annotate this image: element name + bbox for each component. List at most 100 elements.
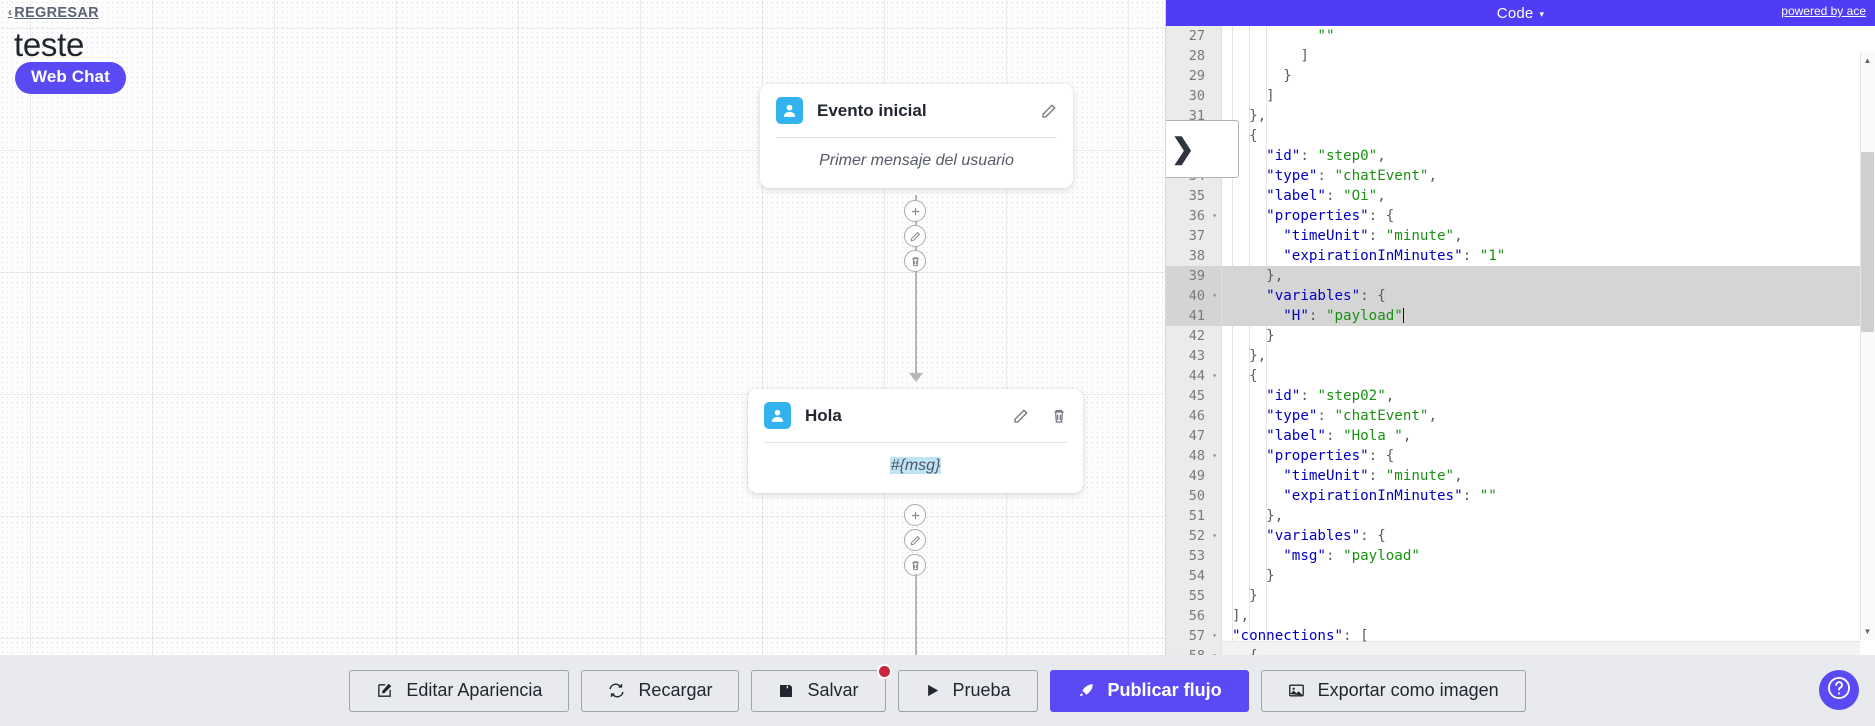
code-line[interactable]: },	[1232, 108, 1267, 124]
line-number: 48▾	[1188, 448, 1217, 464]
help-button[interactable]	[1819, 670, 1859, 710]
code-line[interactable]: "variables": {	[1222, 286, 1875, 306]
edit-appearance-button[interactable]: Editar Apariencia	[349, 669, 570, 712]
chevron-down-icon: ▾	[1539, 8, 1545, 19]
node-header: Evento inicial	[760, 84, 1073, 137]
code-line[interactable]: "type": "chatEvent",	[1266, 408, 1438, 424]
powered-by-ace-link[interactable]: powered by ace	[1781, 4, 1866, 18]
code-line[interactable]: "type": "chatEvent",	[1266, 168, 1438, 184]
fold-toggle-icon[interactable]: ▾	[1212, 291, 1217, 300]
code-line[interactable]: }	[1232, 328, 1275, 344]
line-number: 40▾	[1166, 286, 1221, 306]
publish-flow-button[interactable]: Publicar flujo	[1049, 669, 1249, 712]
code-line[interactable]: "properties": {	[1266, 208, 1395, 224]
node-2-action-stack	[904, 504, 926, 576]
refresh-icon	[608, 682, 625, 699]
scroll-up-arrow-icon[interactable]: ▲	[1863, 56, 1872, 65]
delete-step-button[interactable]	[904, 250, 926, 272]
save-button[interactable]: Salvar	[751, 663, 892, 712]
flow-edge-2	[915, 574, 917, 655]
code-line[interactable]: "connections": [	[1232, 628, 1369, 644]
add-step-button[interactable]	[904, 504, 926, 526]
code-line[interactable]: {	[1232, 646, 1875, 655]
edit-icon[interactable]	[1041, 103, 1057, 119]
code-line[interactable]: {	[1232, 368, 1258, 384]
fold-toggle-icon[interactable]: ▾	[1212, 531, 1217, 540]
line-number: 42	[1188, 328, 1205, 344]
edit-step-button[interactable]	[904, 225, 926, 247]
channel-badge: Web Chat	[15, 62, 126, 94]
code-line[interactable]: ],	[1232, 608, 1250, 624]
code-line[interactable]: }	[1232, 568, 1275, 584]
code-line[interactable]: "timeUnit": "minute",	[1283, 228, 1463, 244]
code-panel-title-dropdown[interactable]: Code ▾	[1497, 5, 1544, 22]
editor-vertical-scrollbar[interactable]: ▲ ▼	[1860, 52, 1875, 640]
code-line[interactable]: },	[1222, 266, 1875, 286]
delete-step-button[interactable]	[904, 554, 926, 576]
export-image-button[interactable]: Exportar como imagen	[1260, 669, 1526, 712]
code-line[interactable]: "expirationInMinutes": "1"	[1283, 248, 1506, 264]
code-line[interactable]: "variables": {	[1266, 528, 1386, 544]
fold-toggle-icon[interactable]: ▾	[1212, 631, 1217, 640]
code-line[interactable]: "label": "Hola ",	[1266, 428, 1412, 444]
flow-node-hola[interactable]: Hola #{msg}	[748, 389, 1083, 493]
code-line[interactable]: ]	[1232, 88, 1275, 104]
fold-toggle-icon[interactable]: ▾	[1212, 451, 1217, 460]
flow-node-evento-inicial[interactable]: Evento inicial Primer mensaje del usuari…	[760, 84, 1073, 188]
trash-icon[interactable]	[1051, 408, 1067, 424]
code-line[interactable]: }	[1232, 68, 1292, 84]
editor-scroll-thumb[interactable]	[1861, 152, 1874, 332]
code-line[interactable]: ]	[1232, 48, 1309, 64]
back-link[interactable]: ‹ REGRESAR	[8, 5, 99, 21]
line-number: 44▾	[1188, 368, 1217, 384]
test-button[interactable]: Prueba	[897, 669, 1038, 712]
fold-toggle-icon[interactable]: ▾	[1212, 211, 1217, 220]
add-step-button[interactable]	[904, 200, 926, 222]
reload-button[interactable]: Recargar	[581, 669, 740, 712]
line-number: 36▾	[1188, 208, 1217, 224]
line-number: 54	[1188, 568, 1205, 584]
line-number: 27	[1188, 28, 1205, 44]
node-1-action-stack	[904, 200, 926, 272]
node-divider	[776, 137, 1057, 138]
fold-toggle-icon[interactable]: ▾	[1212, 646, 1217, 655]
code-line[interactable]: "H": "payload"	[1222, 306, 1875, 326]
code-text-area[interactable]: "" ] } ] }, { "id": "step0", "type": "ch…	[1222, 26, 1875, 655]
node-title: Hola	[805, 405, 842, 425]
line-number: 29	[1188, 68, 1205, 84]
code-line[interactable]: "id": "step02",	[1266, 388, 1395, 404]
scroll-down-arrow-icon[interactable]: ▼	[1863, 627, 1872, 636]
code-line[interactable]: ""	[1317, 28, 1335, 44]
edit-step-button[interactable]	[904, 529, 926, 551]
code-line[interactable]: "id": "step0",	[1266, 148, 1386, 164]
line-number: 49	[1188, 468, 1205, 484]
unsaved-changes-badge	[876, 663, 892, 679]
play-icon	[925, 683, 940, 698]
code-line[interactable]: }	[1232, 588, 1258, 604]
code-line[interactable]: "timeUnit": "minute",	[1283, 468, 1463, 484]
edit-square-icon	[376, 682, 393, 699]
code-line[interactable]: "label": "Oi",	[1266, 188, 1386, 204]
rocket-icon	[1077, 682, 1095, 700]
code-editor[interactable]: 272829303132▾33343536▾37383940▾41424344▾…	[1166, 26, 1875, 655]
line-number: 47	[1188, 428, 1205, 444]
edit-icon[interactable]	[1013, 408, 1029, 424]
code-line[interactable]: "msg": "payload"	[1283, 548, 1420, 564]
line-number: 43	[1188, 348, 1205, 364]
node-body-text: Primer mensaje del usuario	[819, 152, 1014, 169]
flow-canvas[interactable]: ‹ REGRESAR teste Web Chat Evento inicial…	[0, 0, 1165, 655]
button-label: Prueba	[952, 680, 1011, 700]
editor-horizontal-scrollbar[interactable]	[1222, 641, 1860, 655]
code-line[interactable]: {	[1232, 128, 1258, 144]
code-line[interactable]: },	[1232, 508, 1284, 524]
button-label: Editar Apariencia	[406, 680, 543, 700]
code-line[interactable]: "expirationInMinutes": ""	[1283, 488, 1497, 504]
code-fold-popup[interactable]: ❯	[1166, 120, 1239, 178]
fold-toggle-icon[interactable]: ▾	[1212, 371, 1217, 380]
code-line[interactable]: "properties": {	[1266, 448, 1395, 464]
node-divider	[764, 442, 1067, 443]
chevron-right-icon[interactable]: ❯	[1171, 133, 1195, 164]
line-number: 58▾	[1166, 646, 1221, 655]
code-line[interactable]: },	[1232, 348, 1267, 364]
